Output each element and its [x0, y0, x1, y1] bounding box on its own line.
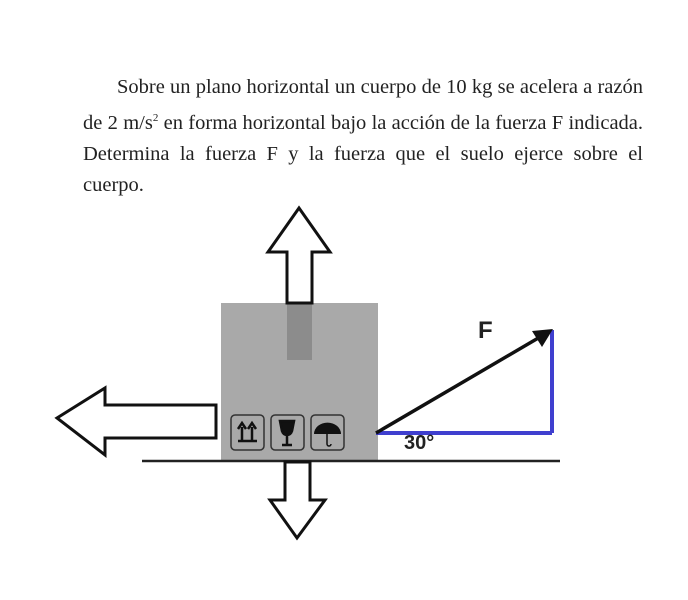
- box: [221, 303, 378, 460]
- force-label: F: [478, 317, 493, 344]
- weight-arrow-down: [267, 460, 328, 541]
- fragile-glass-icon: [270, 414, 305, 451]
- force-f-arrowhead: [532, 329, 553, 347]
- keep-dry-umbrella-icon: [310, 414, 345, 451]
- problem-text: Sobre un plano horizontal un cuerpo de 1…: [83, 76, 643, 134]
- this-side-up-icon: [230, 414, 265, 451]
- box-tape: [287, 303, 312, 360]
- superscript: 2: [152, 112, 159, 124]
- problem-statement: Sobre un plano horizontal un cuerpo de 1…: [83, 72, 643, 201]
- friction-arrow-left: [54, 385, 218, 459]
- normal-force-arrow-up: [265, 205, 333, 305]
- angle-label: 30°: [404, 432, 434, 454]
- force-f-arrow: [375, 335, 541, 435]
- problem-text-cont: en forma horizontal bajo la acción de la…: [83, 111, 644, 196]
